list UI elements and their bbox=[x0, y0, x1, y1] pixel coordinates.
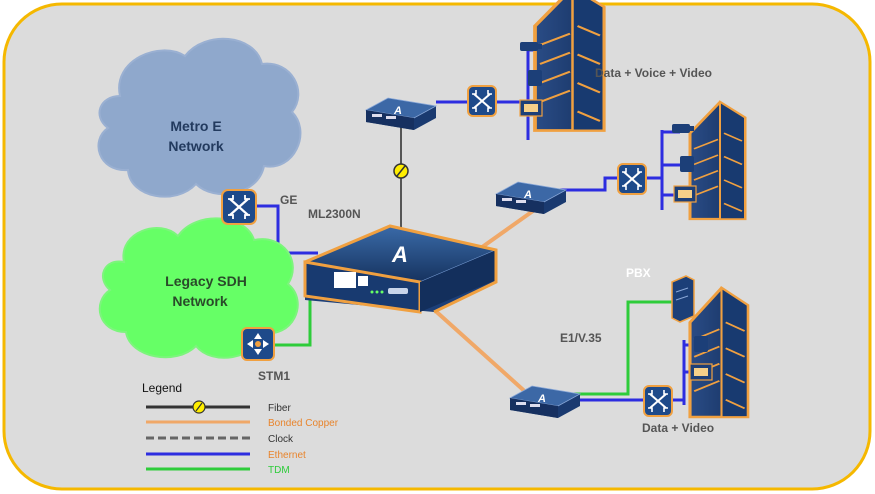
fiber-marker-icon bbox=[393, 163, 409, 179]
legend-label-tdm: TDM bbox=[268, 465, 290, 476]
ml2300n-device: A bbox=[303, 224, 498, 314]
svg-text:A: A bbox=[537, 393, 546, 405]
pbx-server-icon bbox=[671, 275, 695, 323]
pbx-label: PBX bbox=[626, 266, 651, 280]
sdh-cloud-label-2: Network bbox=[172, 293, 227, 309]
svg-text:A: A bbox=[523, 189, 532, 201]
router-icon bbox=[467, 85, 497, 117]
legend-title: Legend bbox=[142, 381, 182, 395]
legend: Legend Fiber Bonded Copper Clock Etherne… bbox=[142, 381, 339, 476]
phone-icon bbox=[680, 156, 694, 172]
router-icon bbox=[221, 189, 257, 225]
stm1-tdm-link bbox=[262, 285, 312, 347]
metro-cloud-label-2: Network bbox=[168, 138, 223, 154]
site-top-label: Data + Voice + Video bbox=[595, 66, 712, 80]
computer-icon bbox=[673, 185, 697, 203]
modem-top: A bbox=[365, 97, 437, 131]
sdh-mux-icon bbox=[241, 327, 275, 361]
svg-text:A: A bbox=[393, 105, 402, 117]
legend-label-clock: Clock bbox=[268, 434, 294, 445]
stm1-label: STM1 bbox=[258, 369, 290, 383]
modem-middle: A bbox=[495, 181, 567, 215]
modem-bottom: A bbox=[509, 385, 581, 419]
router-icon bbox=[643, 385, 673, 417]
camera-icon bbox=[520, 42, 542, 51]
legend-label-bonded-copper: Bonded Copper bbox=[268, 418, 339, 429]
camera-icon bbox=[672, 124, 694, 133]
bonded-copper-link-1 bbox=[476, 204, 542, 252]
ge-label: GE bbox=[280, 193, 297, 207]
computer-icon bbox=[519, 99, 543, 117]
building-icon bbox=[533, 0, 606, 133]
e1-label: E1/V.35 bbox=[560, 331, 602, 345]
metro-cloud-label-1: Metro E bbox=[170, 118, 221, 134]
phone-icon bbox=[528, 70, 542, 86]
main-device-label: ML2300N bbox=[308, 207, 361, 221]
router-icon bbox=[617, 163, 647, 195]
ge-ethernet-link bbox=[256, 204, 318, 255]
computer-icon bbox=[689, 363, 713, 381]
site-bottom-label: Data + Video bbox=[642, 421, 714, 435]
metro-e-cloud bbox=[97, 37, 302, 198]
sdh-cloud-label-1: Legacy SDH bbox=[165, 273, 247, 289]
legend-label-ethernet: Ethernet bbox=[268, 450, 306, 461]
bonded-copper-link-2 bbox=[428, 304, 532, 398]
phone-icon bbox=[694, 336, 708, 352]
legend-label-fiber: Fiber bbox=[268, 403, 291, 414]
svg-text:A: A bbox=[391, 242, 408, 267]
